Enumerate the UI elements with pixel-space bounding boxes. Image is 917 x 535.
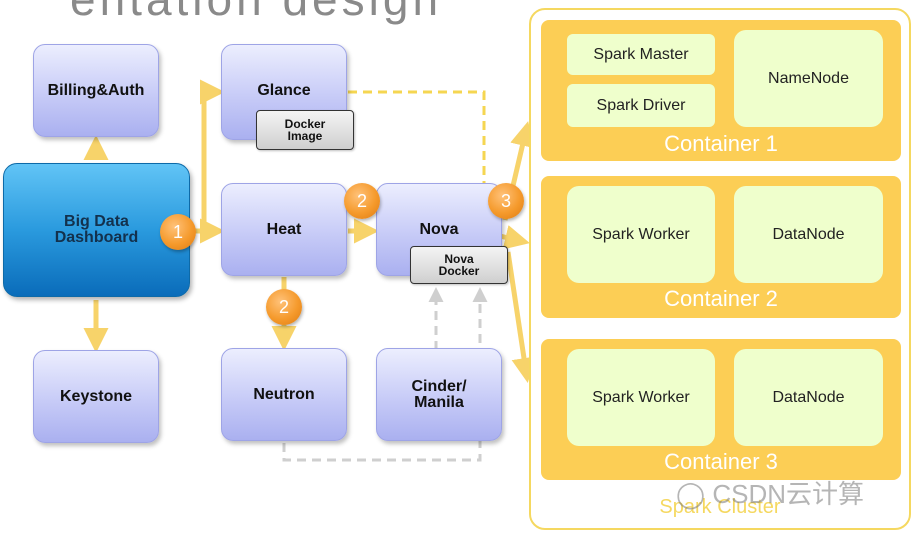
neutron-to-novadocker-line [282, 287, 488, 462]
billing-auth-box: Billing&Auth [33, 44, 159, 137]
nova-docker-label: Nova Docker [438, 252, 480, 278]
container-3: Spark Worker DataNode Container 3 [541, 339, 901, 480]
dashboard-to-glance-arrow [200, 79, 225, 231]
wechat-icon: ◯ [676, 479, 706, 509]
datanode-box-2: DataNode [734, 186, 883, 283]
nova-to-container2-arrow [499, 225, 530, 250]
datanode-box-3: DataNode [734, 349, 883, 446]
docker-image-tag: Docker Image [256, 110, 354, 150]
big-data-dashboard-box: Big Data Dashboard [3, 163, 190, 297]
big-data-dashboard-label: Big Data Dashboard [54, 213, 139, 246]
neutron-box: Neutron [221, 348, 347, 441]
nova-docker-tag: Nova Docker [410, 246, 508, 284]
keystone-box: Keystone [33, 350, 159, 443]
step-badge-1: 1 [160, 214, 196, 250]
step-badge-2-neutron: 2 [266, 289, 302, 325]
container-1: Spark Master Spark Driver NameNode Conta… [541, 20, 901, 161]
spark-worker-box-2: Spark Worker [567, 186, 715, 283]
step-badge-2-heat-nova: 2 [344, 183, 380, 219]
docker-image-label: Docker Image [284, 117, 326, 143]
spark-cluster-label: Spark Cluster [659, 496, 781, 518]
heat-box: Heat [221, 183, 347, 276]
nova-to-container3-arrow [505, 251, 537, 383]
cinder-manila-label: Cinder/ Manila [411, 377, 467, 411]
glance-to-novadocker-line [348, 90, 492, 249]
nova-label: Nova [419, 221, 459, 238]
namenode-box: NameNode [734, 30, 883, 127]
spark-driver-box: Spark Driver [567, 84, 715, 127]
container-2-label: Container 2 [664, 286, 778, 311]
spark-master-box: Spark Master [567, 34, 715, 75]
watermark-text: CSDN云计算 [712, 479, 865, 509]
slide-title-fragment: entation design [70, 0, 442, 26]
step-badge-3: 3 [488, 183, 524, 219]
container-1-label: Container 1 [664, 131, 778, 156]
container-2: Spark Worker DataNode Container 2 [541, 176, 901, 318]
watermark: ◯ CSDN云计算 [676, 474, 864, 511]
container-3-label: Container 3 [664, 449, 778, 474]
spark-worker-box-3: Spark Worker [567, 349, 715, 446]
cinder-manila-box: Cinder/ Manila [376, 348, 502, 441]
